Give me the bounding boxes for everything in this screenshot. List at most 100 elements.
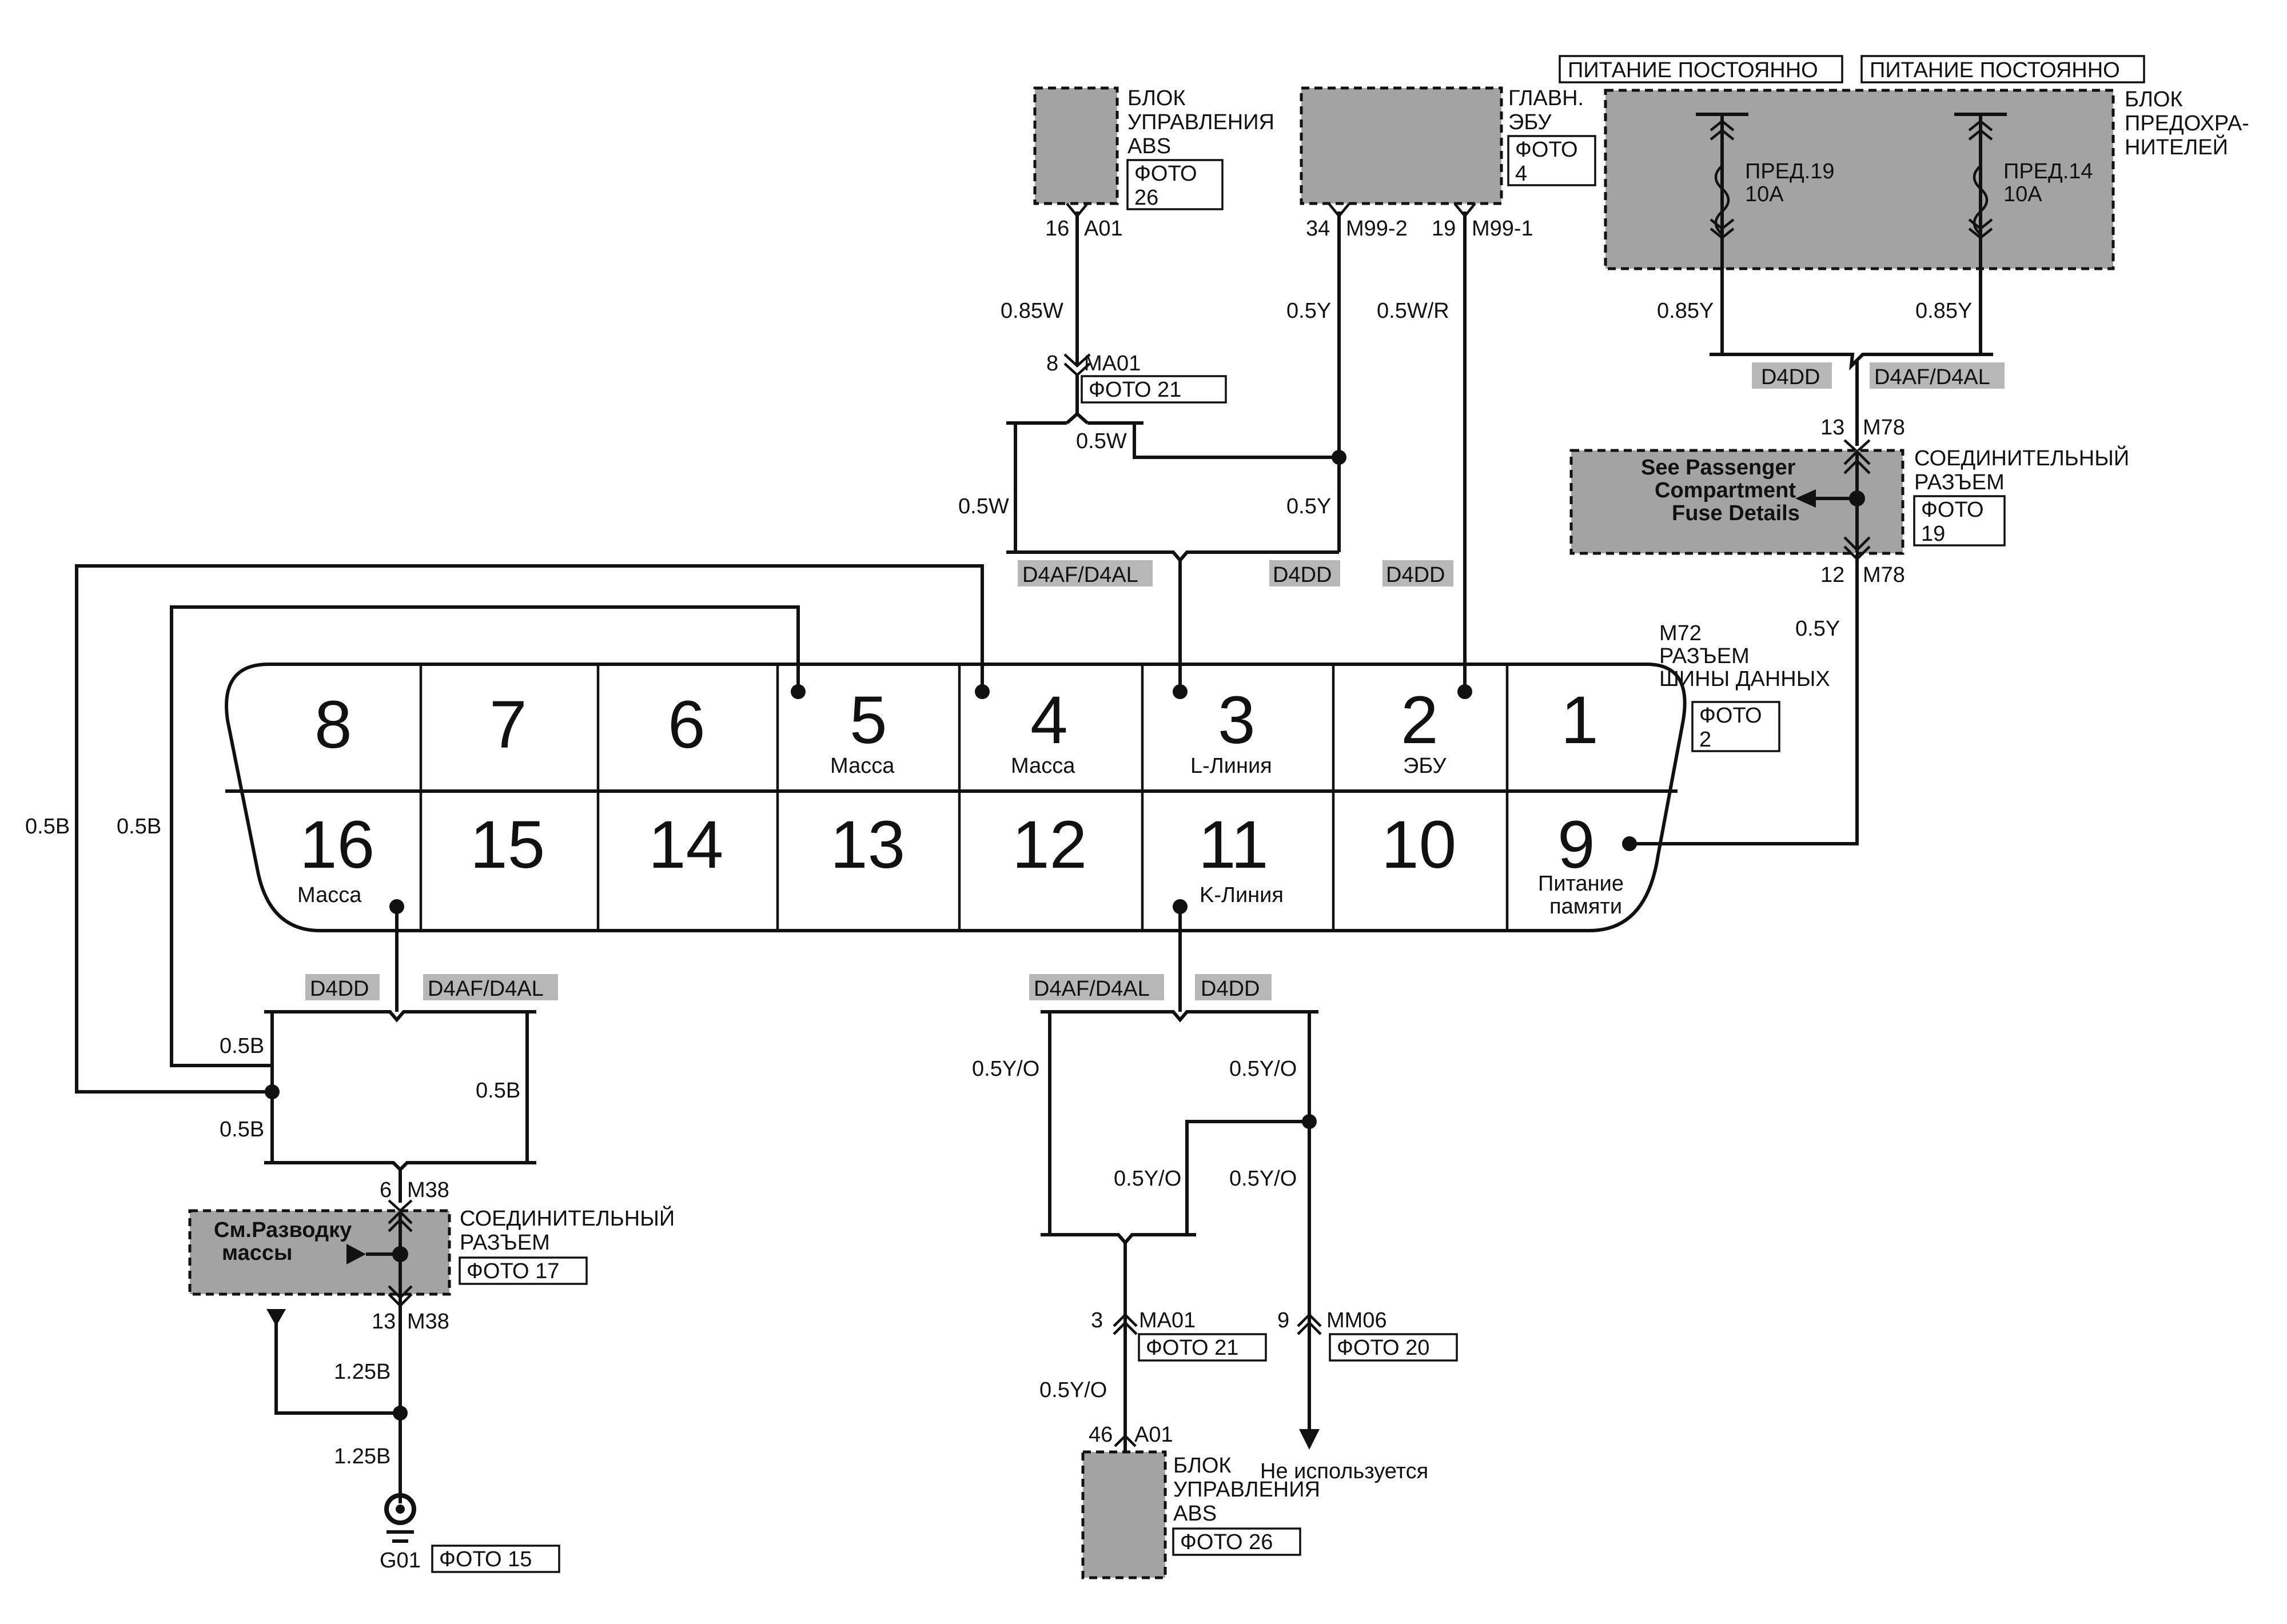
ecu-label-1: ГЛАВН. bbox=[1508, 86, 1584, 110]
m78-photo-1: ФОТО bbox=[1921, 498, 1984, 522]
wire-125b-a: 1.25B bbox=[334, 1360, 391, 1384]
svg-text:2: 2 bbox=[1401, 683, 1439, 758]
pin-14: 14 bbox=[648, 807, 723, 883]
ma01-bot-photo: ФОТО 21 bbox=[1146, 1336, 1238, 1360]
pin-9: 9 Питание памяти bbox=[1538, 807, 1624, 919]
m38-inner-2: массы bbox=[222, 1241, 292, 1265]
abs-top-label-2: УПРАВЛЕНИЯ bbox=[1127, 110, 1274, 134]
ecu-photo-2: 4 bbox=[1515, 162, 1527, 186]
fuse-14-label: ПРЕД.14 bbox=[2003, 159, 2093, 183]
abs-top-label-1: БЛОК bbox=[1127, 86, 1186, 110]
abs-unit-bottom bbox=[1081, 1450, 1167, 1579]
pin-11: 11 K-Линия bbox=[1198, 807, 1284, 907]
wire-085y-left: 0.85Y bbox=[1657, 299, 1714, 323]
wire-05y-m78: 0.5Y bbox=[1795, 617, 1840, 641]
ma01-top-pin: 8 bbox=[1046, 352, 1058, 376]
pin-10: 10 bbox=[1381, 807, 1456, 883]
wire-05w-mid: 0.5W bbox=[1076, 429, 1127, 453]
data-bus-label-2: ШИНЫ ДАННЫХ bbox=[1659, 667, 1830, 691]
m78-inner-1: See Passenger bbox=[1641, 456, 1796, 480]
tag-d4af-top: D4AF/D4AL bbox=[1022, 563, 1138, 587]
main-ecu bbox=[1300, 86, 1503, 205]
data-bus-photo-1: ФОТО bbox=[1699, 704, 1762, 728]
mm06-ref: MM06 bbox=[1326, 1308, 1387, 1332]
wire-05y-right: 0.5Y bbox=[1286, 494, 1331, 518]
m38-top-ref: M38 bbox=[407, 1178, 449, 1202]
svg-text:L-Линия: L-Линия bbox=[1190, 754, 1272, 778]
wire-05yo-c: 0.5Y/O bbox=[1114, 1167, 1181, 1191]
tag-d4dd-bm: D4DD bbox=[1201, 977, 1260, 1001]
tag-d4af-fuse: D4AF/D4AL bbox=[1874, 365, 1990, 389]
tag-d4dd-bl: D4DD bbox=[310, 977, 369, 1001]
wire-05w-left: 0.5W bbox=[958, 494, 1009, 518]
abs-top-photo-2: 26 bbox=[1134, 186, 1158, 210]
fuse-block-label-2: ПРЕДОХРА- bbox=[2125, 111, 2249, 135]
svg-text:13: 13 bbox=[830, 807, 905, 883]
tag-d4af-bm: D4AF/D4AL bbox=[1034, 977, 1150, 1001]
svg-text:9: 9 bbox=[1557, 807, 1595, 883]
pin-6: 6 bbox=[668, 687, 706, 763]
wire-05yo-a: 0.5Y/O bbox=[972, 1057, 1039, 1081]
m78-inner-3: Fuse Details bbox=[1672, 501, 1800, 525]
m78-bot-ref: M78 bbox=[1863, 563, 1905, 587]
svg-text:7: 7 bbox=[489, 687, 527, 763]
m38-photo: ФОТО 17 bbox=[467, 1259, 559, 1283]
m78-label-1: СОЕДИНИТЕЛЬНЫЙ bbox=[1914, 445, 2129, 470]
arrow-down-icon bbox=[1299, 1429, 1320, 1450]
svg-text:15: 15 bbox=[470, 807, 545, 883]
wire-05y-ecu: 0.5Y bbox=[1286, 299, 1331, 323]
ma01-top-photo: ФОТО 21 bbox=[1089, 378, 1181, 402]
ground-id: G01 bbox=[380, 1549, 421, 1573]
pin-2: 2 ЭБУ bbox=[1401, 683, 1447, 778]
svg-text:3: 3 bbox=[1218, 683, 1256, 758]
svg-text:14: 14 bbox=[648, 807, 723, 883]
power-const-box-2 bbox=[1860, 55, 2145, 83]
m38-bot-pin: 13 bbox=[372, 1310, 396, 1334]
wire-085y-right: 0.85Y bbox=[1915, 299, 1972, 323]
m78-label-2: РАЗЪЕМ bbox=[1914, 470, 2005, 494]
tag-d4af-bl: D4AF/D4AL bbox=[428, 977, 544, 1001]
data-bus-label-1: РАЗЪЕМ bbox=[1659, 644, 1750, 668]
fuse-block bbox=[1604, 89, 2115, 270]
abs-bot-label-2: УПРАВЛЕНИЯ bbox=[1173, 1478, 1320, 1502]
pin-12: 12 bbox=[1012, 807, 1087, 883]
wire-05b-far: 0.5B bbox=[25, 815, 70, 839]
m38-inner-1: См.Разводку bbox=[214, 1218, 352, 1242]
abs-unit-top bbox=[1033, 86, 1119, 205]
svg-text:8: 8 bbox=[314, 687, 352, 763]
mm06-pin: 9 bbox=[1277, 1308, 1289, 1332]
tag-d4dd-ecu: D4DD bbox=[1386, 563, 1445, 587]
svg-text:10: 10 bbox=[1381, 807, 1456, 883]
abs-top-photo-1: ФОТО bbox=[1134, 162, 1197, 186]
a01-bot-ref: A01 bbox=[1134, 1423, 1173, 1447]
ma01-bot-ref: MA01 bbox=[1139, 1308, 1196, 1332]
fuse-19-label: ПРЕД.19 bbox=[1745, 159, 1835, 183]
pin-8: 8 bbox=[314, 687, 352, 763]
ecu-photo-1: ФОТО bbox=[1515, 138, 1578, 162]
ecu-label-2: ЭБУ bbox=[1508, 110, 1552, 134]
m99-2-pin: 34 bbox=[1306, 217, 1330, 241]
connector-m78 bbox=[1569, 449, 1904, 555]
pin-5: 5 Масса bbox=[830, 683, 895, 778]
ma01-top-ref: MA01 bbox=[1084, 352, 1141, 376]
m78-inner-2: Compartment bbox=[1655, 478, 1796, 502]
svg-text:6: 6 bbox=[668, 687, 706, 763]
wire-125b-b: 1.25B bbox=[334, 1445, 391, 1469]
svg-text:16: 16 bbox=[300, 807, 374, 883]
pin-4: 4 Масса bbox=[1011, 683, 1075, 778]
wire-085w: 0.85W bbox=[1001, 299, 1063, 323]
a01-top-ref: A01 bbox=[1084, 217, 1123, 241]
power-const-box-1 bbox=[1559, 55, 1843, 83]
svg-text:K-Линия: K-Линия bbox=[1200, 883, 1284, 907]
wire-05b-near: 0.5B bbox=[117, 815, 161, 839]
ground-photo: ФОТО 15 bbox=[439, 1547, 532, 1571]
svg-text:Масса: Масса bbox=[1011, 754, 1075, 778]
wire-05b-b: 0.5B bbox=[476, 1079, 520, 1103]
m78-top-ref: M78 bbox=[1863, 416, 1905, 440]
a01-bot-pin: 46 bbox=[1089, 1423, 1113, 1447]
abs-bot-label-1: БЛОК bbox=[1173, 1454, 1232, 1478]
m38-label-2: РАЗЪЕМ bbox=[460, 1231, 550, 1255]
m78-bot-pin: 12 bbox=[1820, 563, 1844, 587]
a01-top-pin: 16 bbox=[1045, 217, 1069, 241]
data-bus-photo-2: 2 bbox=[1699, 728, 1711, 752]
